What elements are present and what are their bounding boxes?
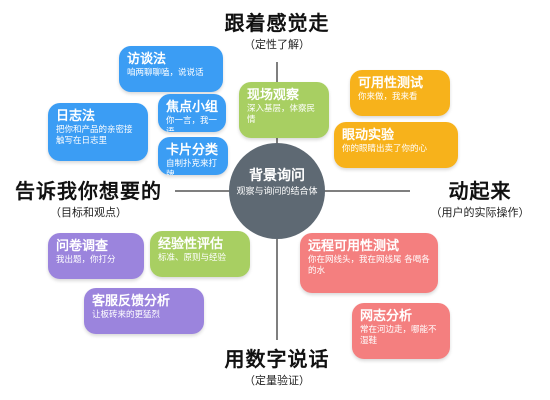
method-heuristic-eval: 经验性评估 标准、原则与经验 — [150, 231, 250, 277]
method-eye-tracking: 眼动实验 你的眼睛出卖了你的心 — [334, 122, 458, 168]
method-heuristic-eval-desc: 标准、原则与经验 — [158, 253, 227, 263]
method-feedback-analysis: 客服反馈分析 让板砖来的更猛烈 — [84, 288, 204, 334]
method-eye-tracking-title: 眼动实验 — [342, 128, 395, 143]
method-card-sort-desc: 自制扑克来打牌 — [166, 159, 218, 175]
method-field-observation-desc: 深入基层，体察民情 — [247, 104, 316, 125]
method-diary-title: 日志法 — [56, 109, 96, 124]
method-survey-desc: 我出题，你打分 — [56, 255, 116, 265]
method-remote-usability-title: 远程可用性测试 — [308, 239, 400, 254]
method-survey-title: 问卷调查 — [56, 239, 109, 254]
method-card-sort: 卡片分类 自制扑克来打牌 — [158, 137, 228, 175]
method-usability-test: 可用性测试 你来做，我来看 — [350, 70, 450, 116]
method-eye-tracking-desc: 你的眼睛出卖了你的心 — [342, 144, 428, 154]
method-interview-title: 访谈法 — [127, 52, 167, 67]
axis-bottom-title: 用数字说话 — [224, 347, 330, 371]
axis-right-title: 动起来 — [448, 179, 512, 203]
axis-left-subtitle: （目标和观点） — [50, 206, 127, 219]
axis-left: 告诉我你想要的 （目标和观点） — [6, 175, 171, 220]
method-feedback-analysis-desc: 让板砖来的更猛烈 — [92, 310, 161, 320]
method-survey: 问卷调查 我出题，你打分 — [48, 233, 144, 279]
method-field-observation-title: 现场观察 — [247, 88, 300, 103]
method-diary: 日志法 把你和产品的亲密接触写在日志里 — [48, 103, 148, 161]
method-feedback-analysis-title: 客服反馈分析 — [92, 294, 171, 309]
axis-bottom: 用数字说话 （定量验证） — [200, 343, 354, 388]
axis-top-title: 跟着感觉走 — [224, 11, 330, 35]
method-focus-group: 焦点小组 你一言，我一语 — [158, 94, 226, 132]
axis-top-subtitle: （定性了解） — [244, 38, 310, 51]
axis-right-subtitle: （用户的实际操作） — [430, 206, 530, 219]
method-focus-group-title: 焦点小组 — [166, 100, 219, 115]
method-web-log-analysis-title: 网志分析 — [360, 309, 413, 324]
center-contextual-inquiry: 背景询问 观察与询问的结合体 — [229, 143, 325, 239]
method-heuristic-eval-title: 经验性评估 — [158, 237, 224, 252]
axis-right: 动起来 （用户的实际操作） — [415, 175, 545, 220]
method-field-observation: 现场观察 深入基层，体察民情 — [239, 82, 329, 138]
method-web-log-analysis-desc: 常在河边走，哪能不湿鞋 — [360, 325, 437, 346]
method-diary-desc: 把你和产品的亲密接触写在日志里 — [56, 125, 133, 146]
center-title: 背景询问 — [249, 168, 305, 184]
method-interview-desc: 咱两聊聊嗑，说说话 — [127, 68, 204, 78]
method-remote-usability: 远程可用性测试 你在网线头，我在网线尾 各喝各的水 — [300, 233, 438, 293]
method-interview: 访谈法 咱两聊聊嗑，说说话 — [119, 46, 223, 92]
method-card-sort-title: 卡片分类 — [166, 143, 219, 158]
method-usability-test-desc: 你来做，我来看 — [358, 92, 418, 102]
method-web-log-analysis: 网志分析 常在河边走，哪能不湿鞋 — [352, 303, 450, 359]
center-desc: 观察与询问的结合体 — [236, 187, 318, 197]
method-usability-test-title: 可用性测试 — [358, 76, 424, 91]
axis-top: 跟着感觉走 （定性了解） — [200, 7, 354, 52]
method-focus-group-desc: 你一言，我一语 — [166, 116, 218, 132]
axis-left-title: 告诉我你想要的 — [15, 179, 162, 203]
method-remote-usability-desc: 你在网线头，我在网线尾 各喝各的水 — [308, 255, 430, 276]
axis-bottom-subtitle: （定量验证） — [244, 374, 310, 387]
